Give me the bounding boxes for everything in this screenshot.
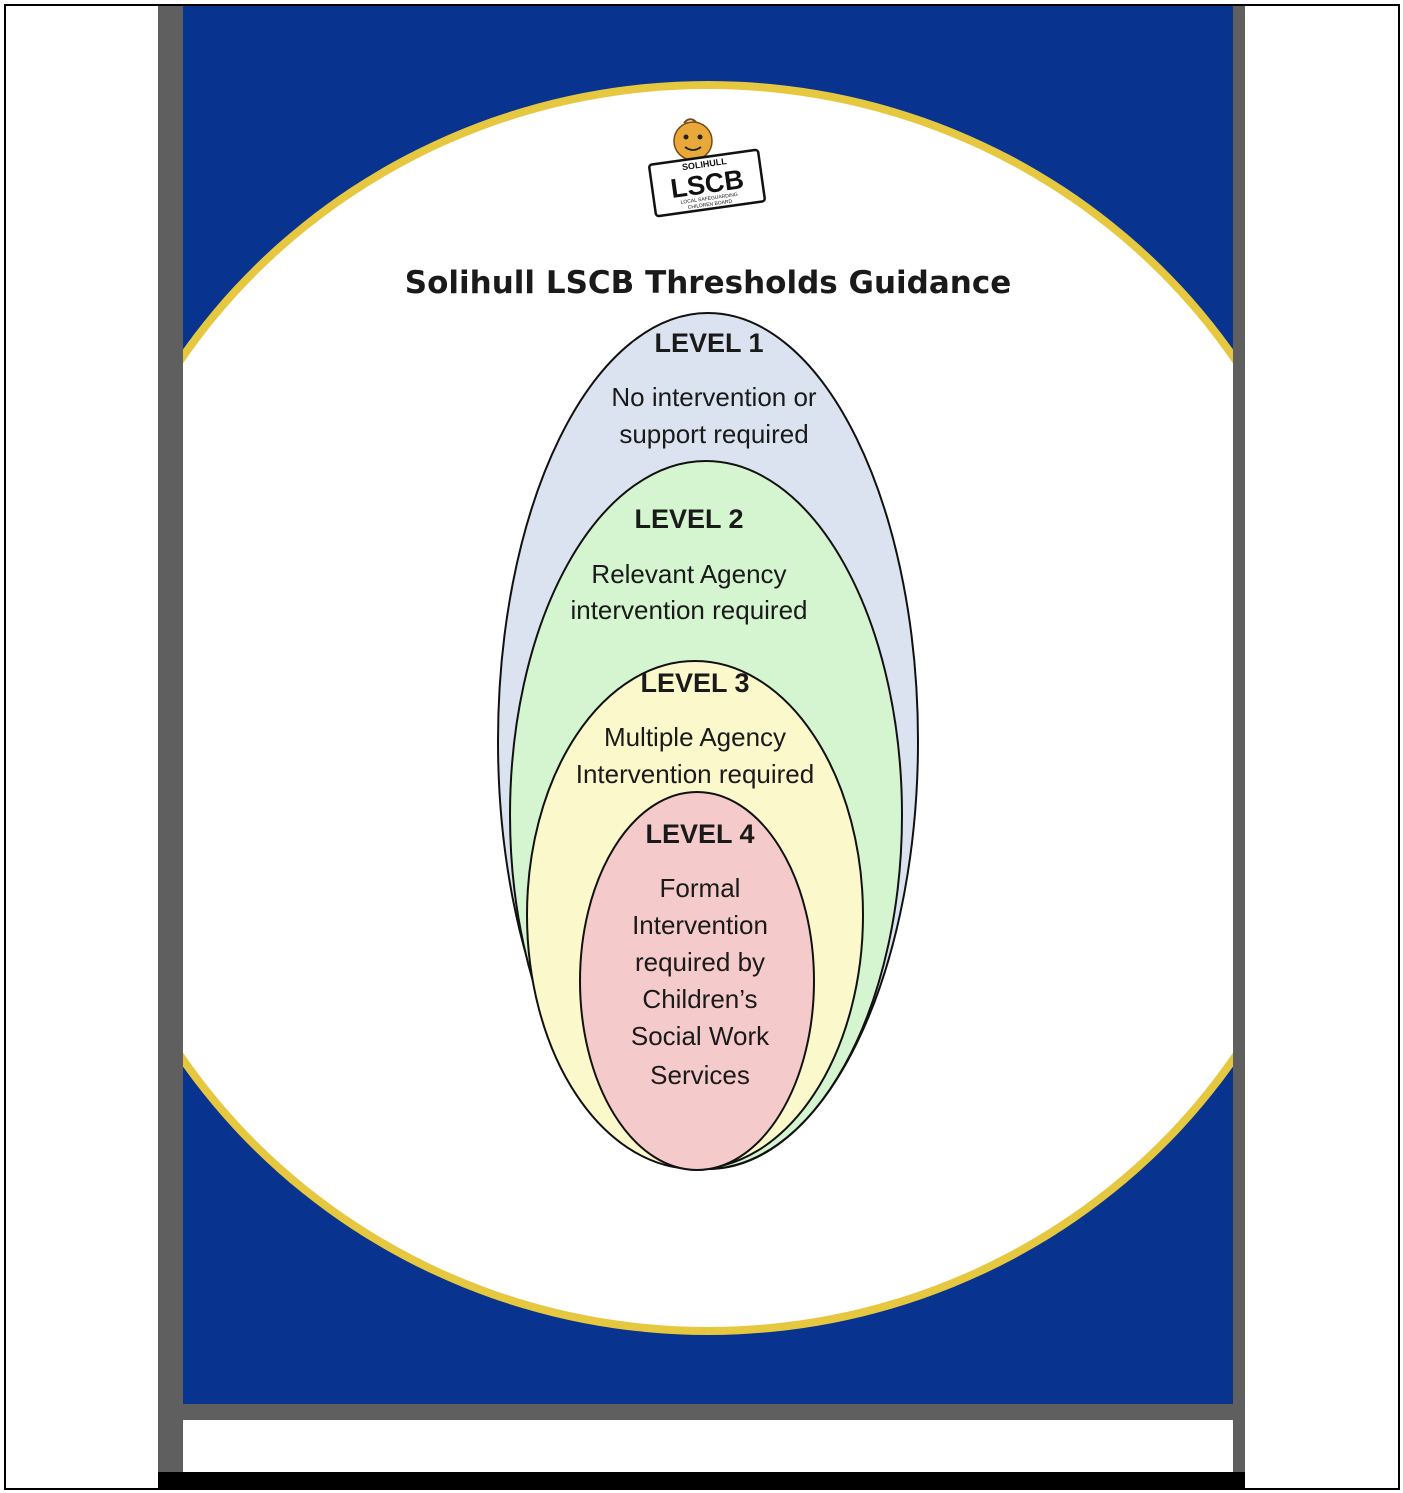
level-3-heading: LEVEL 3 — [640, 668, 749, 698]
level-4-description-line: Intervention — [632, 910, 768, 940]
level-4-description-line: required by — [635, 947, 765, 977]
right-rail — [1233, 6, 1245, 1472]
page-title: Solihull LSCB Thresholds Guidance — [405, 265, 1011, 301]
level-4-description-line: Formal — [660, 873, 741, 903]
level-2-description-line: intervention required — [570, 595, 807, 625]
left-rail — [158, 6, 183, 1472]
logo-face-icon — [673, 121, 713, 161]
level-3-description-line: Intervention required — [576, 759, 814, 789]
level-4-ellipse — [579, 791, 815, 1171]
level-4-description-line: Children’s — [642, 984, 757, 1014]
level-4-description-line: Social Work — [631, 1021, 770, 1051]
level-4-description-line: Services — [650, 1060, 750, 1090]
level-1-heading: LEVEL 1 — [654, 328, 763, 358]
level-2-heading: LEVEL 2 — [634, 504, 743, 534]
bottom-rail — [183, 1404, 1233, 1420]
level-2-description-line: Relevant Agency — [591, 559, 786, 589]
level-3-description-line: Multiple Agency — [604, 722, 786, 752]
logo-badge — [648, 148, 766, 218]
level-4-heading: LEVEL 4 — [645, 819, 754, 849]
lscb-logo: SOLIHULL LSCB LOCAL SAFEGUARDING CHILDRE… — [648, 118, 766, 218]
bottom-black-bar — [158, 1472, 1245, 1489]
bottom-white-strip — [183, 1420, 1233, 1472]
level-1-description-line: support required — [619, 419, 808, 449]
level-1-description-line: No intervention or — [611, 382, 817, 412]
